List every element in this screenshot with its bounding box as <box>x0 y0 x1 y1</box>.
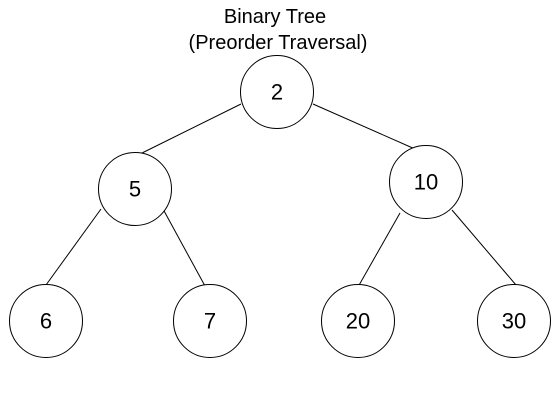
node-5-label: 5 <box>129 177 141 202</box>
node-2-label: 2 <box>271 80 283 105</box>
node-2-circle <box>240 55 314 129</box>
node-7-circle <box>173 284 247 358</box>
node-20-label: 20 <box>346 309 370 334</box>
node-30-label: 30 <box>502 309 526 334</box>
tree-nodes: 2 5 10 6 7 20 30 <box>9 55 551 358</box>
node-30-circle <box>477 284 551 358</box>
edge-5-6 <box>45 208 102 286</box>
diagram-title-line1: Binary Tree <box>224 6 326 28</box>
node-10-label: 10 <box>414 170 438 195</box>
node-20: 20 <box>321 284 395 358</box>
edge-10-20 <box>357 212 401 288</box>
tree-edges <box>45 103 517 288</box>
node-5-circle <box>98 152 172 226</box>
edge-10-30 <box>451 209 517 286</box>
diagram-title-line2: (Preorder Traversal) <box>189 32 368 54</box>
node-20-circle <box>321 284 395 358</box>
edge-2-5 <box>139 103 242 155</box>
node-10-circle <box>389 145 463 219</box>
node-7-label: 7 <box>204 309 216 334</box>
node-6-label: 6 <box>40 309 52 334</box>
node-7: 7 <box>173 284 247 358</box>
node-30: 30 <box>477 284 551 358</box>
node-10: 10 <box>389 145 463 219</box>
node-2: 2 <box>240 55 314 129</box>
node-5: 5 <box>98 152 172 226</box>
edge-2-10 <box>312 103 416 150</box>
node-6: 6 <box>9 284 83 358</box>
node-6-circle <box>9 284 83 358</box>
edge-5-7 <box>162 208 206 287</box>
